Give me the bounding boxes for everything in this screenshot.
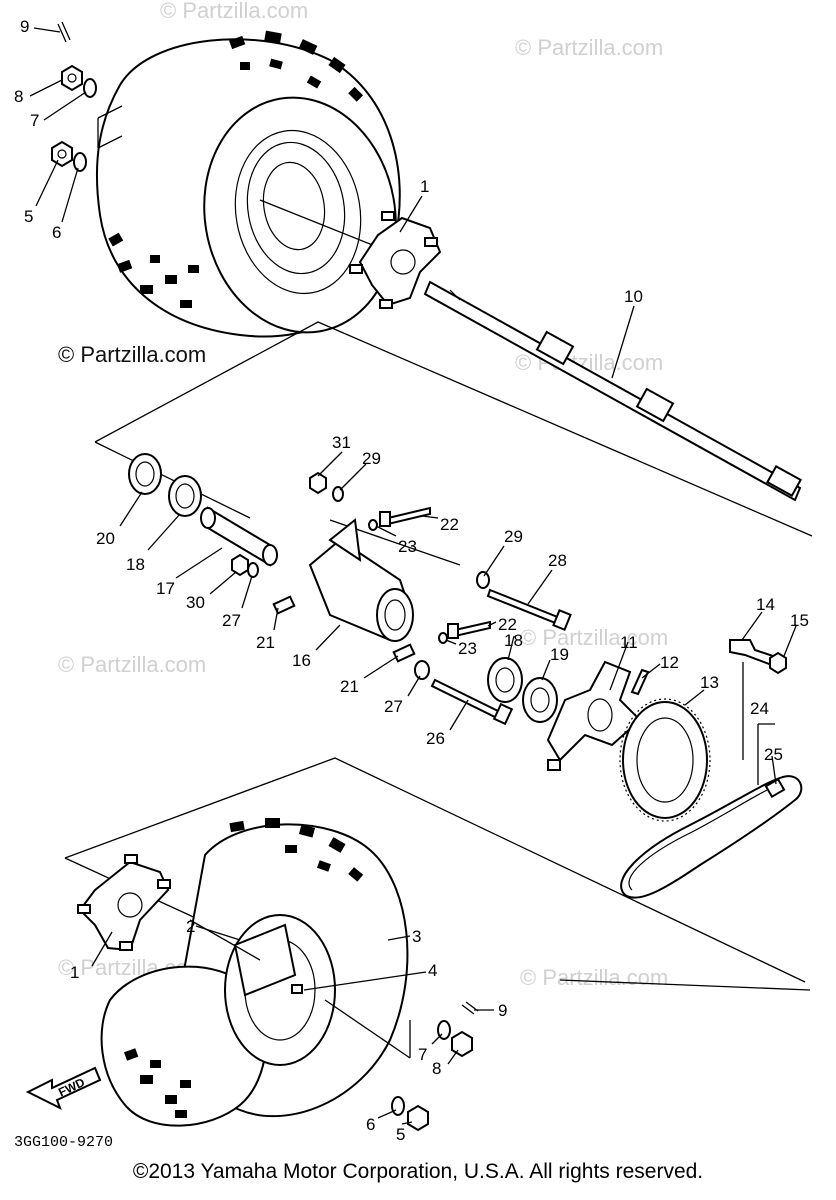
diagram-code: 3GG100-9270 (14, 1134, 113, 1151)
watermark: © Partzilla.com (515, 35, 663, 60)
watermark: © Partzilla.com (58, 342, 206, 367)
callout-31: 31 (332, 433, 351, 452)
callout-27: 27 (384, 697, 403, 716)
callout-25: 25 (764, 745, 783, 764)
callout-20: 20 (96, 529, 115, 548)
callout-26: 26 (426, 729, 445, 748)
callout-10: 10 (624, 287, 643, 306)
fasteners-top-left (51, 21, 123, 172)
watermark: © Partzilla.com (520, 625, 668, 650)
callout-12: 12 (660, 653, 679, 672)
callout-21: 21 (256, 633, 275, 652)
callout-18: 18 (126, 555, 145, 574)
copyright-notice: ©2013 Yamaha Motor Corporation, U.S.A. A… (132, 1160, 704, 1183)
rear-axle (423, 280, 802, 502)
callout-30: 30 (186, 593, 205, 612)
watermark: © Partzilla.com (58, 652, 206, 677)
callouts: 9 8 7 5 6 1 10 31 29 20 18 17 30 27 21 2… (14, 17, 809, 1144)
fasteners-bottom (291, 984, 479, 1132)
callout-1: 1 (70, 963, 79, 982)
watermark: © Partzilla.com (160, 0, 308, 23)
leader-lines (29, 27, 797, 1125)
fwd-arrow-icon: FWD (25, 1066, 102, 1111)
callout-6: 6 (366, 1115, 375, 1134)
callout-18: 18 (504, 631, 523, 650)
callout-17: 17 (156, 579, 175, 598)
bearings-left (128, 453, 202, 517)
callout-28: 28 (548, 551, 567, 570)
callout-3: 3 (412, 927, 421, 946)
callout-27: 27 (222, 611, 241, 630)
fwd-label: FWD (56, 1075, 87, 1099)
callout-24: 24 (750, 699, 769, 718)
chain-joint-parts (729, 639, 787, 760)
callout-5: 5 (24, 207, 33, 226)
tire-bottom (100, 818, 409, 1127)
callout-11: 11 (620, 633, 638, 652)
drive-chain (620, 723, 803, 899)
middle-hardware (231, 471, 572, 726)
callout-9: 9 (20, 17, 29, 36)
callout-7: 7 (30, 111, 39, 130)
callout-19: 19 (550, 645, 569, 664)
callout-4: 4 (428, 961, 437, 980)
callout-6: 6 (52, 223, 61, 242)
callout-16: 16 (292, 651, 311, 670)
axle-housing (272, 518, 416, 663)
wheel-hub-bottom (77, 854, 171, 952)
watermark: © Partzilla.com (520, 965, 668, 990)
callout-15: 15 (790, 611, 809, 630)
callout-23: 23 (458, 639, 477, 658)
callout-9: 9 (498, 1001, 507, 1020)
callout-8: 8 (14, 87, 23, 106)
callout-1: 1 (420, 177, 429, 196)
sprocket-hub (546, 660, 642, 771)
callout-7: 7 (418, 1045, 427, 1064)
callout-8: 8 (432, 1059, 441, 1078)
callout-13: 13 (700, 673, 719, 692)
tire-top (95, 30, 401, 338)
stud (630, 668, 650, 696)
callout-22: 22 (498, 615, 517, 634)
callout-22: 22 (440, 515, 459, 534)
callout-29: 29 (504, 527, 523, 546)
spacer (200, 506, 278, 567)
callout-29: 29 (362, 449, 381, 468)
wheel-hub-top (349, 211, 442, 309)
callout-5: 5 (396, 1125, 405, 1144)
callout-14: 14 (756, 595, 775, 614)
watermarks: © Partzilla.com © Partzilla.com © Partzi… (58, 0, 668, 990)
callout-2: 2 (186, 917, 195, 936)
callout-23: 23 (398, 537, 417, 556)
sprocket (619, 698, 711, 822)
callout-21: 21 (340, 677, 359, 696)
